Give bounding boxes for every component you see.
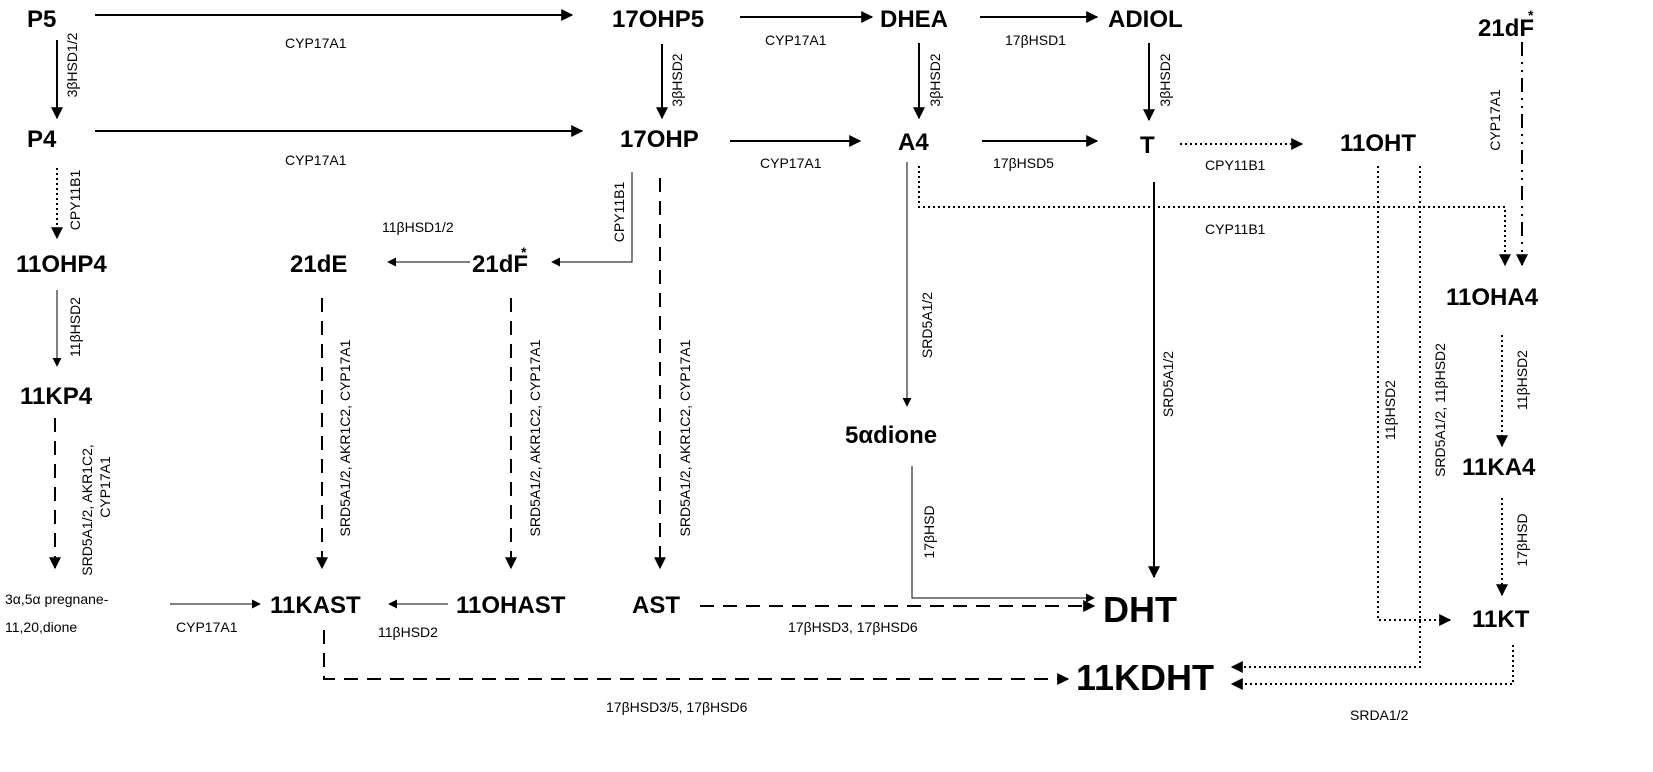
enzyme-label: CYP17A1 xyxy=(765,32,827,48)
node-11ohp4: 11OHP4 xyxy=(16,251,107,278)
enzyme-label: CYP11B1 xyxy=(1205,221,1266,237)
node-17ohp: 17OHP xyxy=(620,126,699,153)
node-pregnane-line2: 11,20,dione xyxy=(5,619,77,635)
node-11ka4: 11KA4 xyxy=(1462,454,1536,481)
node-11oha4: 11OHA4 xyxy=(1446,284,1539,311)
node-21df-top-star: * xyxy=(1528,7,1534,23)
enzyme-label: CPY11B1 xyxy=(611,182,627,243)
node-adiol: ADIOL xyxy=(1108,6,1183,33)
enzyme-label: CPY11B1 xyxy=(1205,157,1266,173)
node-dht: DHT xyxy=(1103,589,1177,630)
edge-5adione-dht xyxy=(911,466,1095,603)
enzyme-label: 17βHSD1 xyxy=(1005,32,1066,48)
enzyme-label: SRDA1/2 xyxy=(1350,707,1409,723)
enzyme-label: 3βHSD1/2 xyxy=(64,32,80,97)
node-p4: P4 xyxy=(27,126,57,153)
node-21df-top: 21dF xyxy=(1478,15,1534,42)
enzyme-label: 17βHSD3/5, 17βHSD6 xyxy=(606,699,748,715)
node-21df-mid-star: * xyxy=(521,244,527,260)
enzyme-label: 11βHSD2 xyxy=(67,297,83,357)
enzyme-label: 17βHSD3, 17βHSD6 xyxy=(788,619,918,635)
node-11ohast: 11OHAST xyxy=(456,592,566,619)
node-11kast: 11KAST xyxy=(270,592,361,619)
enzyme-label: 3βHSD2 xyxy=(669,53,685,106)
enzyme-label: 11βHSD2 xyxy=(1382,380,1398,440)
node-11kp4: 11KP4 xyxy=(20,383,93,410)
enzyme-label: 11βHSD1/2 xyxy=(382,219,454,235)
enzyme-label: 17βHSD5 xyxy=(993,155,1054,171)
node-p5: P5 xyxy=(27,6,56,33)
enzyme-label: SRD5A1/2, AKR1C2, CYP17A1 xyxy=(337,339,353,536)
enzyme-label: SRD5A1/2, AKR1C2, CYP17A1 xyxy=(527,339,543,536)
edge-11oht-11kdht xyxy=(1230,166,1421,673)
node-11kdht: 11KDHT xyxy=(1076,657,1214,698)
node-dhea: DHEA xyxy=(880,6,948,33)
enzyme-label: SRD5A1/2, 11βHSD2 xyxy=(1432,343,1448,477)
node-ast: AST xyxy=(632,592,680,619)
node-t: T xyxy=(1140,132,1155,159)
enzyme-label: SRD5A1/2, AKR1C2, CYP17A1 xyxy=(677,339,693,536)
edge-11oht-11kt xyxy=(1377,166,1452,626)
node-11oht: 11OHT xyxy=(1340,130,1416,157)
enzyme-label: 11βHSD2 xyxy=(1514,350,1530,410)
edge-11kt-11kdht xyxy=(1230,645,1514,690)
enzyme-label: CYP17A1 xyxy=(1487,89,1503,151)
enzyme-label: SRD5A1/2, AKR1C2, xyxy=(79,444,95,576)
enzyme-label: CYP17A1 xyxy=(97,456,113,518)
node-a4: A4 xyxy=(898,129,929,156)
enzyme-label: CYP17A1 xyxy=(760,155,822,171)
enzyme-label: CYP17A1 xyxy=(176,619,238,635)
edge-a4-11oha4 xyxy=(918,166,1511,267)
enzyme-label: CYP17A1 xyxy=(285,152,347,168)
enzyme-label: 11βHSD2 xyxy=(378,624,438,640)
node-17ohp5: 17OHP5 xyxy=(612,6,704,33)
edge-11kast-11kdht xyxy=(323,630,1070,685)
enzyme-label: SRD5A1/2 xyxy=(1160,351,1176,417)
node-21de: 21dE xyxy=(290,251,347,278)
enzyme-label: CPY11B1 xyxy=(67,170,83,231)
node-11kt: 11KT xyxy=(1472,606,1530,633)
enzyme-label: SRD5A1/2 xyxy=(919,292,935,358)
node-pregnane: 3α,5α pregnane- xyxy=(5,591,109,607)
enzyme-label: CYP17A1 xyxy=(285,35,347,51)
enzyme-label: 17βHSD xyxy=(921,505,937,558)
node-5adione: 5αdione xyxy=(845,422,937,449)
enzyme-label: 3βHSD2 xyxy=(1157,53,1173,106)
enzyme-label: 17βHSD xyxy=(1514,513,1530,566)
node-21df-mid: 21dF xyxy=(472,251,528,278)
enzyme-label: 3βHSD2 xyxy=(927,53,943,106)
edge-17ohp-21df xyxy=(551,172,633,267)
